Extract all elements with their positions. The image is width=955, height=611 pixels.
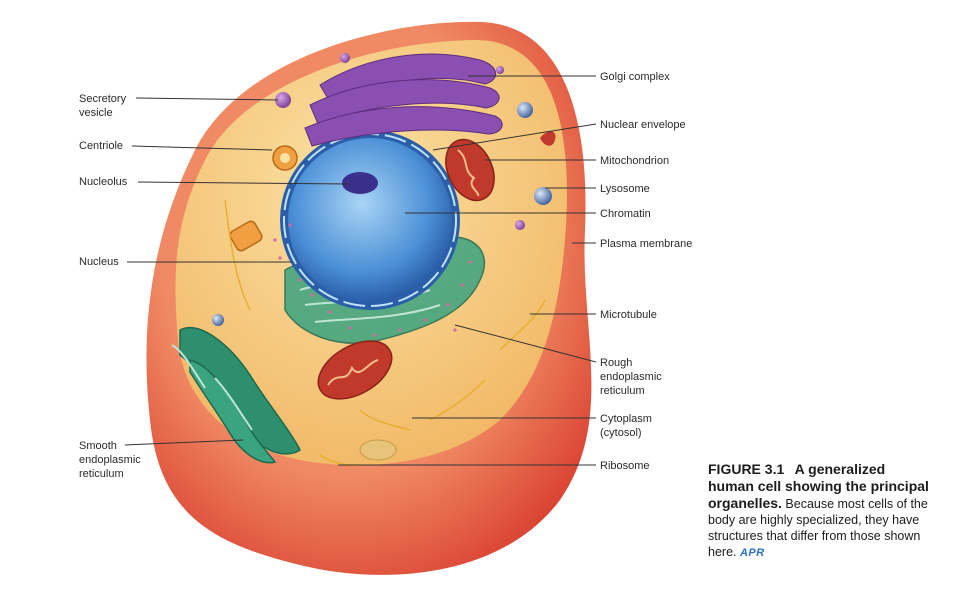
nucleus-shape <box>280 130 460 310</box>
label-golgi-complex: Golgi complex <box>600 71 670 83</box>
secretory-vesicle-shape <box>275 92 291 108</box>
lysosome-shape-2 <box>517 102 533 118</box>
label-plasma-membrane: Plasma membrane <box>600 238 693 250</box>
label-lysosome: Lysosome <box>600 183 650 195</box>
lysosome-shape <box>534 187 552 205</box>
leader-lines <box>124 75 597 466</box>
label-ribosome: Ribosome <box>600 460 650 472</box>
figure-title: A generalized human cell showing the pri… <box>708 461 929 511</box>
lysosome-shape-3 <box>212 314 224 326</box>
label-mitochondrion: Mitochondrion <box>600 155 670 167</box>
vacuole-shape <box>359 439 397 461</box>
label-cytoplasm: Cytoplasm (cytosol) <box>600 413 652 439</box>
label-smooth-er: Smooth endoplasmic reticulum <box>79 440 141 480</box>
figure-caption: FIGURE 3.1 A generalized human cell show… <box>708 461 933 561</box>
label-centriole: Centriole <box>79 140 124 152</box>
golgi-shape <box>275 53 504 147</box>
ribosome-dots <box>273 223 472 337</box>
figure-number: FIGURE 3.1 <box>708 461 785 477</box>
figure-body: Because most cells of the body are highl… <box>708 497 928 559</box>
label-chromatin: Chromatin <box>600 208 651 220</box>
apr-badge: APR <box>739 547 765 559</box>
label-nucleolus: Nucleolus <box>79 176 128 188</box>
red-body-shape <box>540 131 556 146</box>
smooth-er-shape <box>171 327 301 464</box>
label-rough-er: Rough endoplasmic reticulum <box>600 357 662 397</box>
label-microtubule: Microtubule <box>600 309 657 321</box>
centriole-shape <box>229 145 298 252</box>
mitochondrion-shape <box>445 138 495 202</box>
label-nucleus: Nucleus <box>79 256 119 268</box>
vesicle-shape <box>515 220 525 230</box>
mitochondrion-shape-2 <box>317 340 393 400</box>
nucleolus-shape <box>342 172 378 194</box>
label-nuclear-envelope: Nuclear envelope <box>600 119 686 131</box>
label-secretory-vesicle: Secretory vesicle <box>79 93 127 119</box>
